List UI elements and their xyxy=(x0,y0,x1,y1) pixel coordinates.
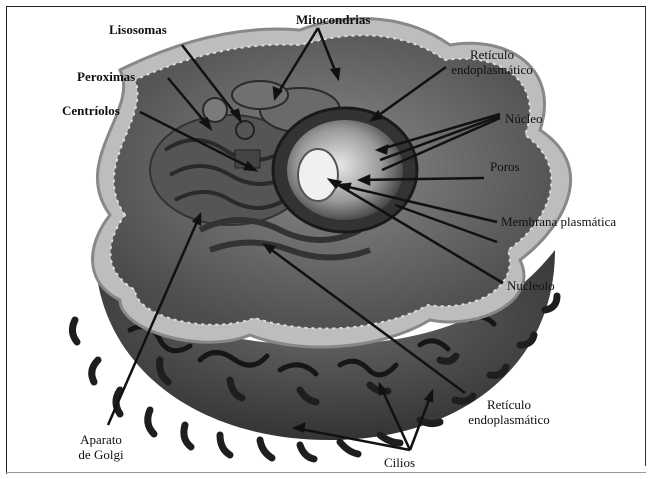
label-reticulo-bottom-line1: Retículo xyxy=(457,397,561,412)
label-reticulo-bottom-line2: endoplasmático xyxy=(457,412,561,427)
label-cilios: Cilios xyxy=(384,455,415,470)
label-mitocondrias: Mitocondrias xyxy=(296,12,370,27)
label-aparato-line2: de Golgi xyxy=(66,447,136,462)
label-nucleo: Núcleo xyxy=(505,111,543,126)
label-reticulo-top-line2: endoplasmático xyxy=(440,62,544,77)
label-reticulo-top-line1: Retículo xyxy=(440,47,544,62)
label-centriolos: Centríolos xyxy=(62,103,120,118)
label-reticulo-bottom: Retículo endoplasmático xyxy=(457,397,561,427)
label-peroximas: Peroximas xyxy=(77,69,135,84)
label-nucleolo: Nucleolo xyxy=(507,278,555,293)
label-aparato-de-golgi: Aparato de Golgi xyxy=(66,432,136,462)
label-membrana-plasmatica: Membrana plasmática xyxy=(501,214,616,229)
label-reticulo-top: Retículo endoplasmático xyxy=(440,47,544,77)
nucleolus xyxy=(298,149,338,201)
label-lisosomas: Lisosomas xyxy=(109,22,167,37)
label-aparato-line1: Aparato xyxy=(66,432,136,447)
label-poros: Poros xyxy=(490,159,520,174)
